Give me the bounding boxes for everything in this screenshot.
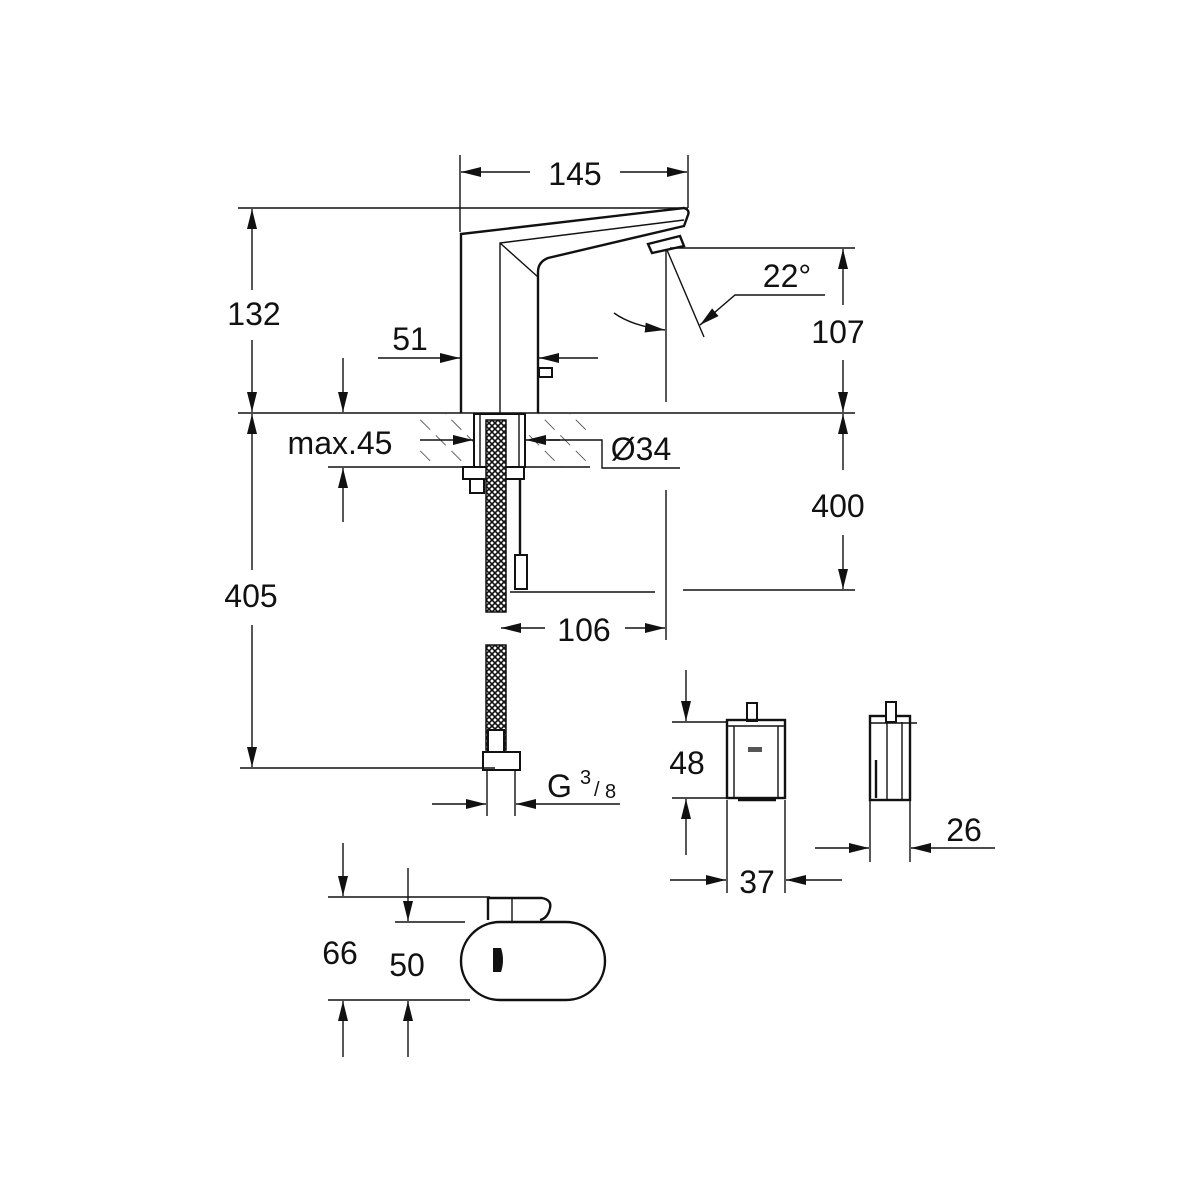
dim-spray-angle: 22° [613, 249, 825, 402]
dim-hose-length: 405 [224, 414, 495, 769]
label-max45: max.45 [288, 425, 393, 461]
label-thread-den: 8 [605, 781, 616, 803]
control-box-side [868, 701, 917, 802]
label-51: 51 [392, 321, 428, 357]
svg-text:/: / [594, 779, 600, 801]
dim-cable-offset: 106 [501, 490, 667, 648]
label-145: 145 [548, 156, 601, 192]
dim-body-width: 51 [378, 321, 598, 363]
faucet-body [459, 206, 690, 413]
dim-outlet-height: 107 [670, 247, 865, 412]
dim-hose-below: 400 [683, 414, 865, 591]
label-thread-g: G [547, 768, 572, 804]
dim-top-depth: 66 [322, 843, 490, 1057]
label-107: 107 [811, 314, 864, 350]
dim-top-body: 50 [389, 868, 465, 1057]
dim-thread: G 3 / 8 [432, 767, 620, 816]
label-106: 106 [557, 612, 610, 648]
label-66: 66 [322, 935, 358, 971]
label-d34: Ø34 [611, 431, 671, 467]
logo-icon [748, 747, 762, 752]
label-400: 400 [811, 488, 864, 524]
label-26: 26 [946, 812, 982, 848]
label-50: 50 [389, 947, 425, 983]
faucet-top-view [459, 896, 607, 1002]
control-box-front [725, 702, 787, 802]
dim-max-deck: max.45 [288, 358, 393, 522]
dim-box-height: 48 [669, 670, 728, 855]
dim-hole-diameter: Ø34 [420, 431, 680, 469]
label-48: 48 [669, 745, 705, 781]
label-thread-num: 3 [580, 767, 591, 789]
dim-box-width: 37 [670, 800, 842, 900]
label-37: 37 [739, 864, 775, 900]
mounting-assembly [462, 413, 528, 771]
dim-height-total: 132 [227, 207, 688, 412]
dim-spout-reach: 145 [459, 155, 689, 232]
label-22deg: 22° [763, 258, 811, 294]
label-405: 405 [224, 578, 277, 614]
dim-box-depth: 26 [815, 800, 995, 862]
label-132: 132 [227, 296, 280, 332]
